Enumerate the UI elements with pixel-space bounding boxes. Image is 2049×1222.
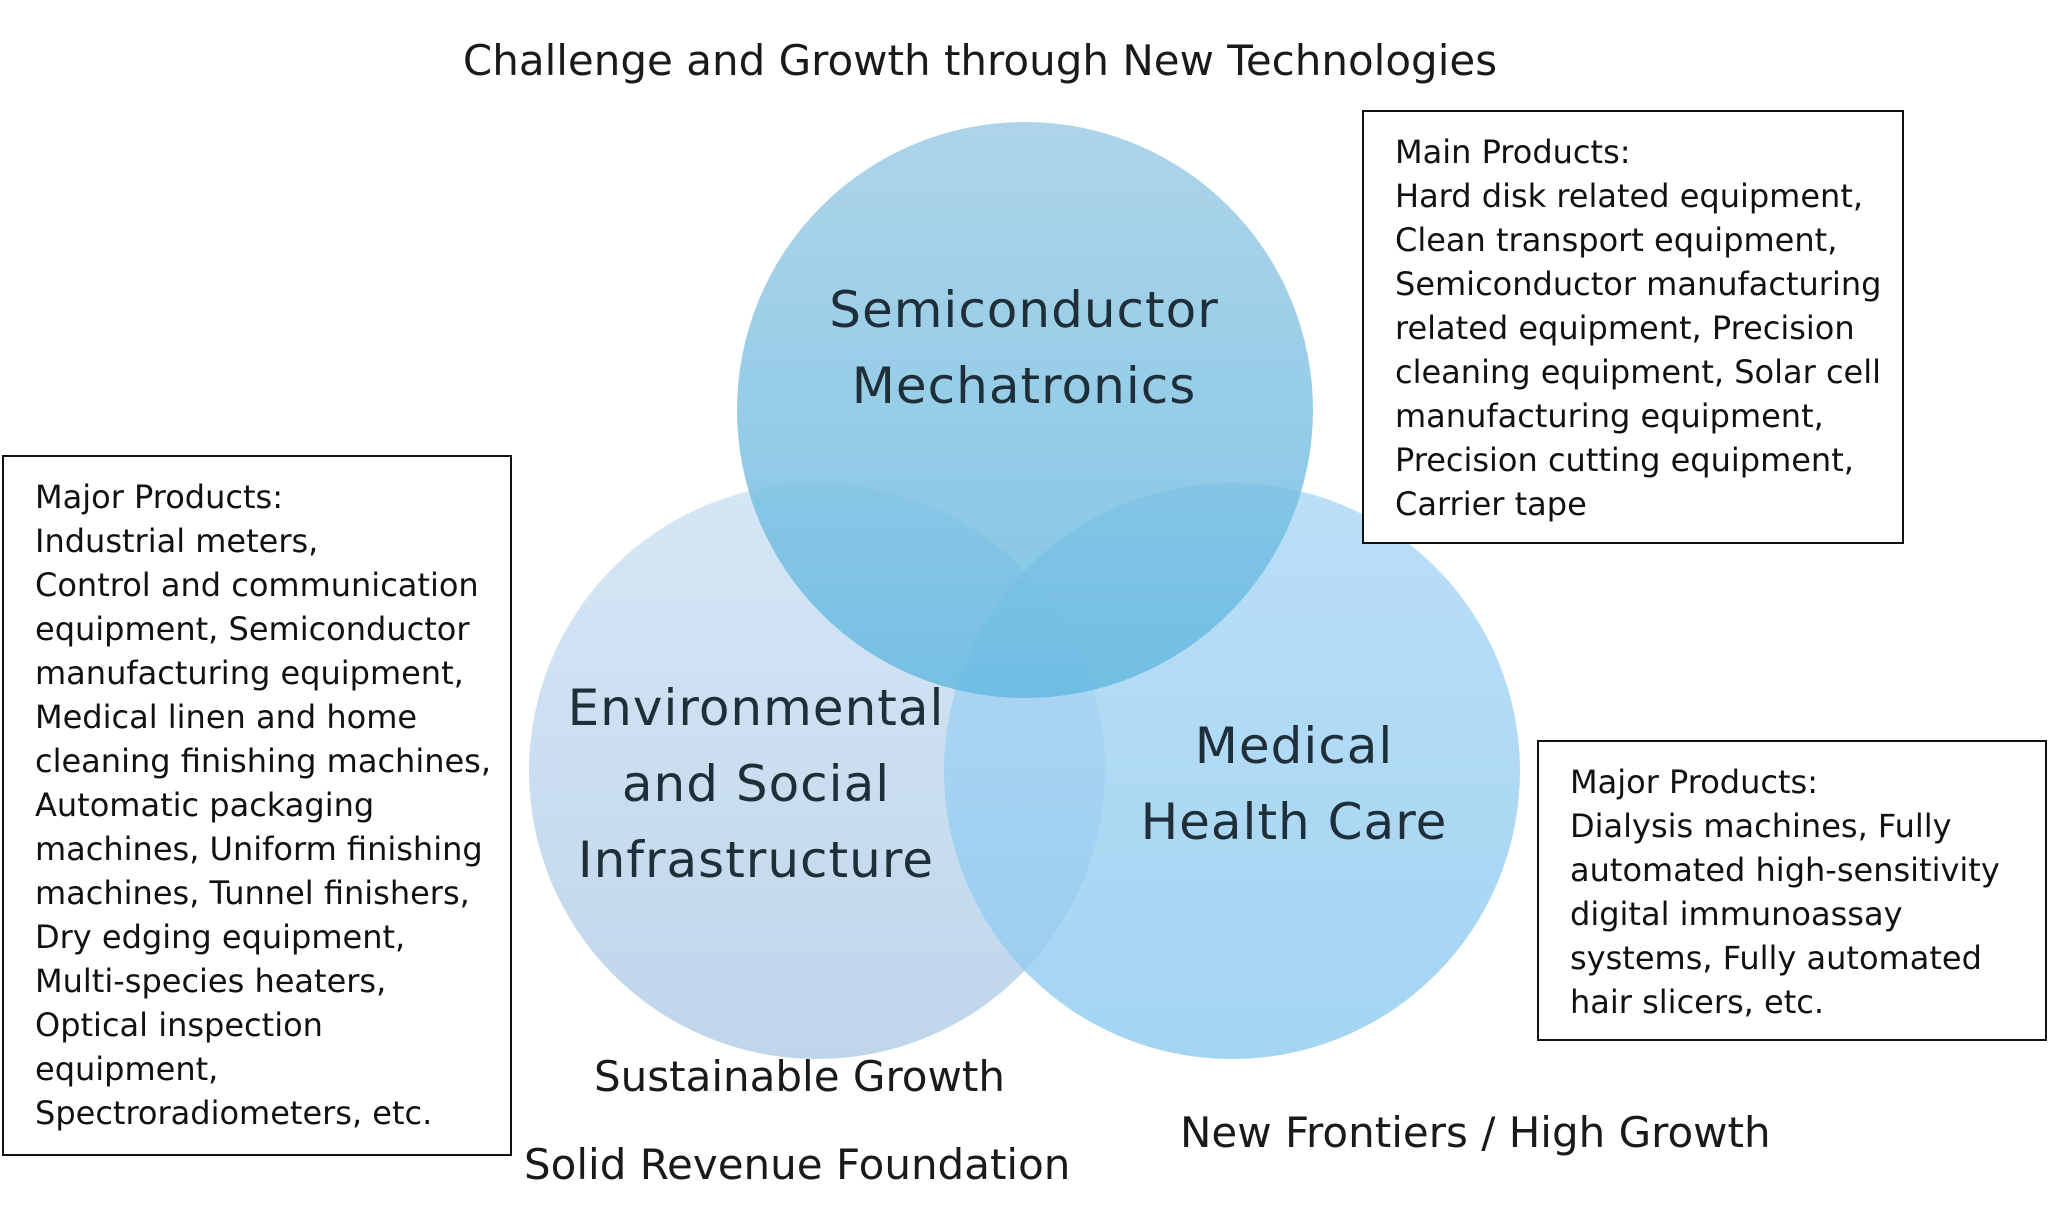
box-line: Dialysis machines, Fully: [1570, 807, 1952, 845]
caption-solid-revenue: Solid Revenue Foundation: [524, 1140, 1071, 1189]
box-line: Automatic packaging: [35, 786, 375, 824]
circle-label-line: Infrastructure: [577, 831, 935, 889]
circle-label-line: Semiconductor: [829, 281, 1219, 339]
box-line: equipment, Semiconductor: [35, 610, 470, 648]
box-line: Hard disk related equipment,: [1395, 177, 1864, 215]
box-line: Medical linen and home: [35, 698, 418, 736]
box-line: Semiconductor manufacturing: [1395, 265, 1882, 303]
box-line: manufacturing equipment,: [35, 654, 464, 692]
circle-label-medical: Medical Health Care: [1094, 708, 1494, 860]
box-line: Main Products:: [1395, 133, 1631, 171]
circle-label-environmental: Environmental and Social Infrastructure: [556, 670, 956, 898]
circle-label-line: and Social: [621, 755, 891, 813]
major-products-right-box: Major Products: Dialysis machines, Fully…: [1537, 740, 2047, 1041]
box-line: Carrier tape: [1395, 485, 1587, 523]
box-line: Multi-species heaters,: [35, 962, 387, 1000]
box-line: Precision cutting equipment,: [1395, 441, 1854, 479]
box-line: systems, Fully automated: [1570, 939, 1982, 977]
circle-semiconductor: [737, 122, 1313, 698]
box-line: machines, Tunnel finishers,: [35, 874, 470, 912]
box-line: Clean transport equipment,: [1395, 221, 1838, 259]
box-line: Control and communication: [35, 566, 479, 604]
major-products-left-box: Major Products: Industrial meters, Contr…: [2, 455, 512, 1156]
circle-label-line: Mechatronics: [851, 357, 1197, 415]
box-line: digital immunoassay: [1570, 895, 1903, 933]
box-line: cleaning equipment, Solar cell: [1395, 353, 1882, 391]
box-line: automated high-sensitivity: [1570, 851, 2000, 889]
box-line: Major Products:: [1570, 763, 1818, 801]
box-line: cleaning finishing machines,: [35, 742, 492, 780]
diagram-title: Challenge and Growth through New Technol…: [462, 36, 1498, 85]
circle-label-semiconductor: Semiconductor Mechatronics: [824, 272, 1224, 424]
box-line: machines, Uniform finishing: [35, 830, 483, 868]
main-products-box: Main Products: Hard disk related equipme…: [1362, 110, 1904, 544]
box-line: Optical inspection: [35, 1006, 323, 1044]
box-line: Major Products:: [35, 478, 283, 516]
box-line: Dry edging equipment,: [35, 918, 406, 956]
caption-sustainable-growth: Sustainable Growth: [594, 1052, 1005, 1101]
box-line: related equipment, Precision: [1395, 309, 1855, 347]
box-line: Industrial meters,: [35, 522, 319, 560]
box-line: equipment,: [35, 1050, 219, 1088]
box-line: Spectroradiometers, etc.: [35, 1094, 433, 1132]
circle-label-line: Environmental: [567, 679, 945, 737]
circle-label-line: Health Care: [1140, 793, 1448, 851]
caption-new-frontiers: New Frontiers / High Growth: [1180, 1108, 1771, 1157]
box-line: hair slicers, etc.: [1570, 983, 1825, 1021]
circle-label-line: Medical: [1194, 717, 1394, 775]
box-line: manufacturing equipment,: [1395, 397, 1824, 435]
